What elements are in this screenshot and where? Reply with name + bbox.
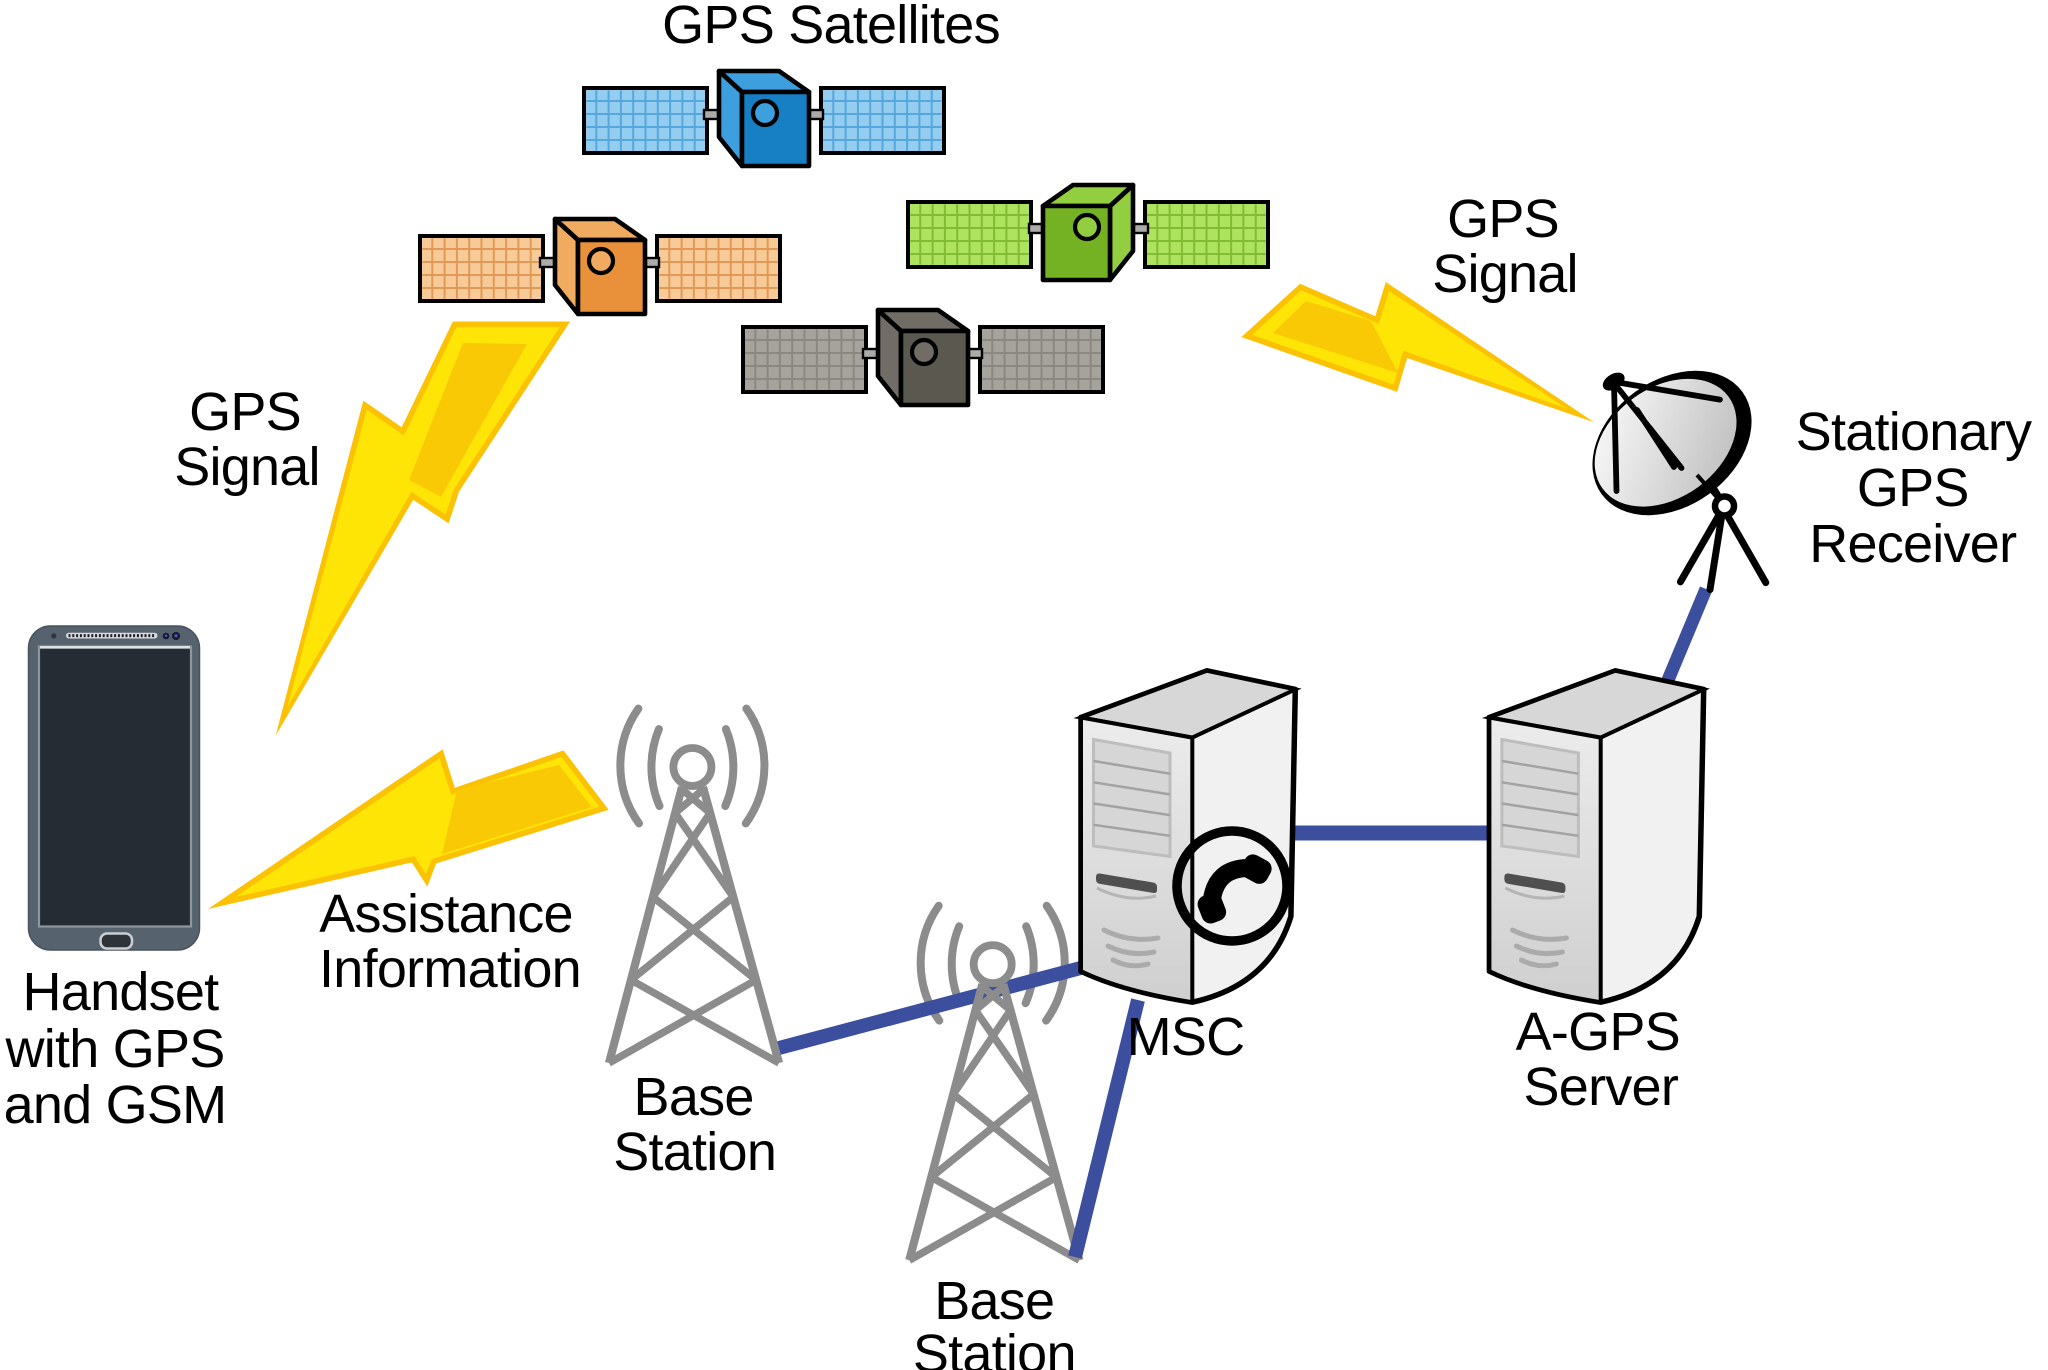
svg-text:Station: Station	[913, 1324, 1076, 1370]
svg-text:MSC: MSC	[1127, 1007, 1245, 1067]
svg-text:GPS Satellites: GPS Satellites	[662, 0, 1000, 55]
svg-text:GPS: GPS	[1447, 189, 1559, 249]
svg-text:GPS: GPS	[1857, 458, 1969, 518]
svg-text:Stationary: Stationary	[1796, 402, 2032, 462]
svg-text:and GSM: and GSM	[4, 1075, 227, 1135]
svg-text:Station: Station	[613, 1122, 776, 1182]
svg-text:Base: Base	[934, 1271, 1054, 1331]
svg-text:Handset: Handset	[23, 962, 220, 1022]
svg-text:A-GPS: A-GPS	[1516, 1002, 1680, 1062]
svg-text:Assistance: Assistance	[319, 884, 573, 944]
svg-text:Server: Server	[1524, 1057, 1679, 1117]
svg-text:GPS: GPS	[189, 382, 301, 442]
svg-text:Base: Base	[634, 1067, 754, 1127]
svg-text:with GPS: with GPS	[4, 1019, 224, 1079]
svg-text:Information: Information	[319, 939, 581, 999]
svg-text:Receiver: Receiver	[1809, 514, 2017, 574]
svg-text:Signal: Signal	[174, 437, 320, 497]
svg-text:Signal: Signal	[1432, 244, 1578, 304]
